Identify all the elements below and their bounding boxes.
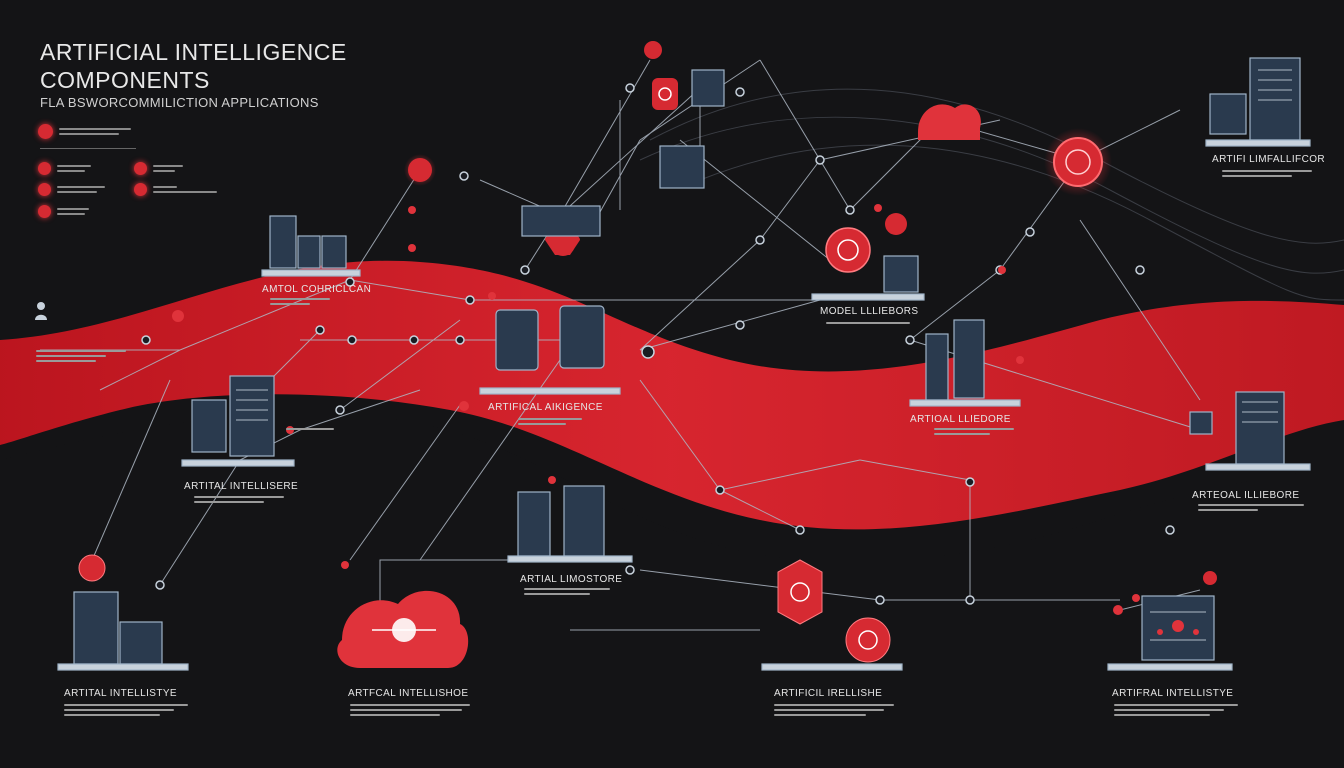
label-bottom-2: ARTFCAL INTELLISHOE (348, 688, 469, 699)
red-nodes (78, 41, 1217, 668)
devices (57, 57, 1311, 671)
red-node-icon (38, 124, 53, 139)
dark-band (0, 413, 1344, 768)
legend-divider (40, 148, 136, 149)
label-center-right: ARTIOAL LLIEDORE (910, 414, 1011, 425)
screen-lines (236, 69, 1292, 641)
red-node-icon (134, 162, 147, 175)
label-far-right: ARTEOAL ILLIEBORE (1192, 490, 1300, 501)
red-node-icon (134, 183, 147, 196)
page-title: ARTIFICIAL INTELLIGENCE COMPONENTS (40, 38, 347, 94)
label-left-upper: AMTOL COHRICLCAN (262, 284, 372, 295)
ribbon-note-2 (286, 428, 334, 430)
label-right-mid: MODEL LLLIEBORS (820, 306, 919, 317)
label-bottom-3: ARTIFICIL IRELLISHE (774, 688, 883, 699)
screen-accent (1157, 620, 1199, 635)
legend-text (59, 128, 131, 135)
title-line-2: COMPONENTS (40, 67, 210, 93)
user-icon (35, 302, 47, 320)
red-node-icon (38, 162, 51, 175)
legend-entry-4 (38, 205, 89, 218)
title-line-1: ARTIFICIAL INTELLIGENCE (40, 39, 347, 65)
legend-entry-2 (38, 162, 91, 175)
label-center-lower: ARTIAL LIMOSTORE (520, 574, 623, 585)
legend-entry-1 (38, 124, 131, 139)
page-subtitle: FLA BSWORCOMMILICTION APPLICATIONS (40, 95, 319, 110)
label-center-main: ARTIFICAL AIKIGENCE (488, 402, 603, 413)
label-bottom-4: ARTIFRAL INTELLISTYE (1112, 688, 1234, 699)
red-ribbon (0, 260, 1344, 530)
legend-entry-5 (134, 162, 183, 175)
legend-entry-3 (38, 183, 105, 196)
label-bottom-1: ARTITAL INTELLISTYE (64, 688, 178, 699)
junction-dots (141, 83, 1175, 605)
red-node-icon (38, 205, 51, 218)
red-node-icon (38, 183, 51, 196)
label-left-mid: ARTITAL INTELLISERE (184, 481, 299, 492)
legend-entry-6 (134, 183, 217, 196)
ribbon-note (36, 350, 126, 362)
label-top-right: ARTIFI LIMFALLIFCOR (1212, 154, 1325, 165)
